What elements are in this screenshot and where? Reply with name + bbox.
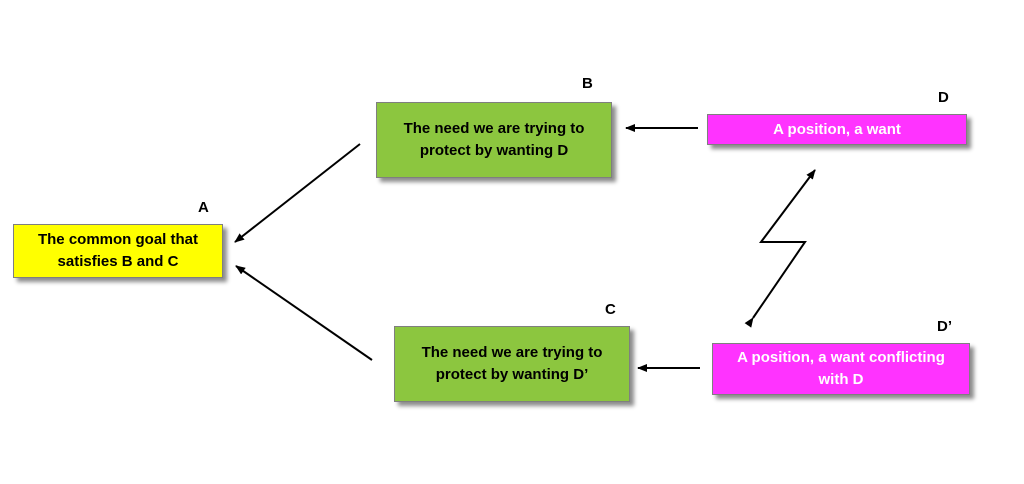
conflict-lightning-arrow — [744, 169, 816, 328]
node-a-letter: A — [198, 199, 209, 216]
node-c-line-1: The need we are trying to — [421, 344, 603, 361]
arrow-c-to-a — [235, 265, 373, 361]
node-b-need: The need we are trying to protect by wan… — [376, 102, 612, 178]
node-c-need: The need we are trying to protect by wan… — [394, 326, 630, 402]
node-b-line-2: protect by wanting D — [419, 142, 569, 159]
node-dprime-line-1: A position, a want conflicting — [737, 349, 945, 366]
node-d-want: A position, a want — [707, 114, 967, 145]
node-b-line-1: The need we are trying to — [403, 120, 585, 137]
node-d-line-1: A position, a want — [773, 120, 901, 138]
node-dprime-line-2: with D — [818, 371, 864, 388]
node-c-line-2: protect by wanting D’ — [435, 366, 589, 383]
node-a-line-1: The common goal that — [37, 231, 198, 248]
node-d-letter: D — [938, 89, 949, 106]
node-dprime-letter: D’ — [937, 318, 952, 335]
node-b-letter: B — [582, 75, 593, 92]
node-a-line-2: satisfies B and C — [57, 253, 179, 270]
node-c-letter: C — [605, 301, 616, 318]
arrow-b-to-a — [234, 143, 361, 243]
node-dprime-want: A position, a want conflicting with D — [712, 343, 970, 395]
node-a-common-goal: The common goal that satisfies B and C — [13, 224, 223, 278]
